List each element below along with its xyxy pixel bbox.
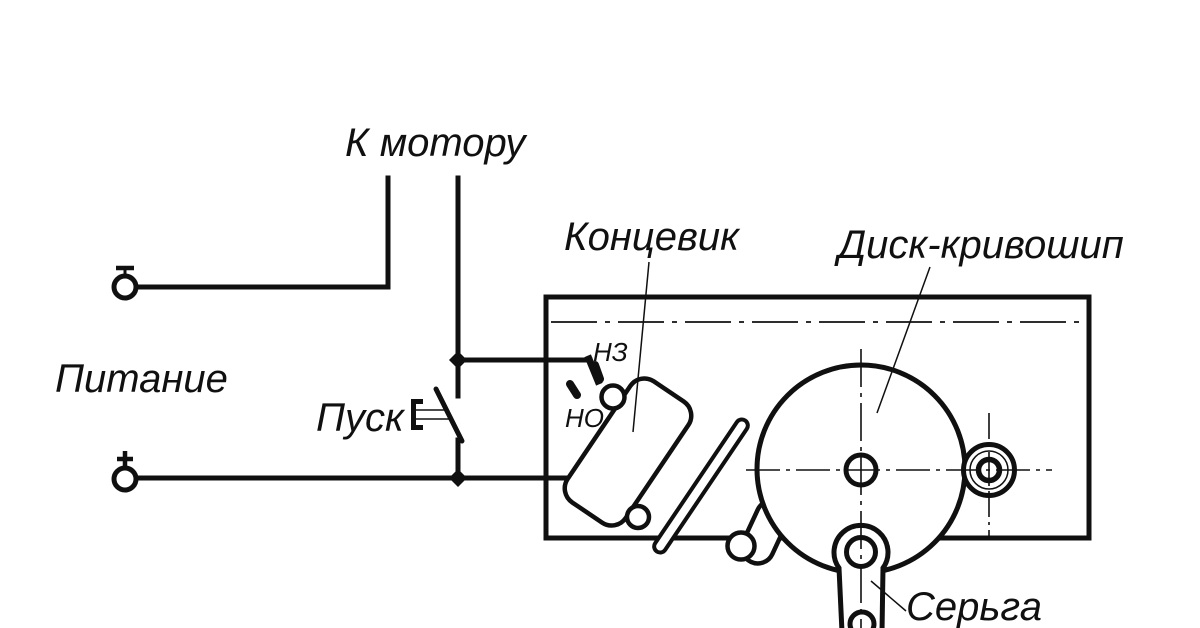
label-contact-no: НО <box>565 403 604 433</box>
label-power: Питание <box>55 357 228 401</box>
junction-dot-bottom <box>449 469 467 487</box>
nc-terminal-stub <box>591 361 604 383</box>
switch-lever-arm <box>652 417 750 555</box>
limit-switch-assembly <box>562 361 750 555</box>
leader-disk-crank <box>876 266 931 414</box>
no-terminal-stub <box>566 380 581 399</box>
label-start: Пуск <box>316 396 406 440</box>
shackle-bottom-hole <box>847 609 877 628</box>
centerlines <box>746 349 1052 628</box>
terminal-minus-circle <box>111 273 139 301</box>
label-to-motor: К мотору <box>345 121 528 165</box>
switch-screw-hole-bottom <box>624 503 652 531</box>
leader-shackle <box>870 580 907 612</box>
label-contact-nc: НЗ <box>593 337 628 367</box>
label-limit-switch: Концевик <box>564 215 741 259</box>
leader-limit-switch <box>632 261 650 433</box>
junction-dot-top <box>449 351 467 369</box>
pushbutton-actuator-bracket <box>411 399 423 430</box>
start-pushbutton-switch <box>411 386 465 444</box>
leader-lines <box>632 261 931 612</box>
wire-motor-left <box>134 175 391 290</box>
label-disk-crank: Диск-кривошип <box>834 223 1124 267</box>
plus-sign-icon <box>117 451 133 467</box>
terminal-plus-circle <box>111 465 139 493</box>
switch-blade <box>433 386 465 444</box>
limit-switch-body <box>562 376 694 528</box>
terminal-plus <box>111 451 139 493</box>
terminal-minus <box>111 265 139 301</box>
label-shackle: Серьга <box>906 585 1042 628</box>
pushbutton-rod-lines <box>416 409 450 420</box>
lever-roller <box>725 530 757 562</box>
switch-screw-hole-top <box>599 383 627 411</box>
